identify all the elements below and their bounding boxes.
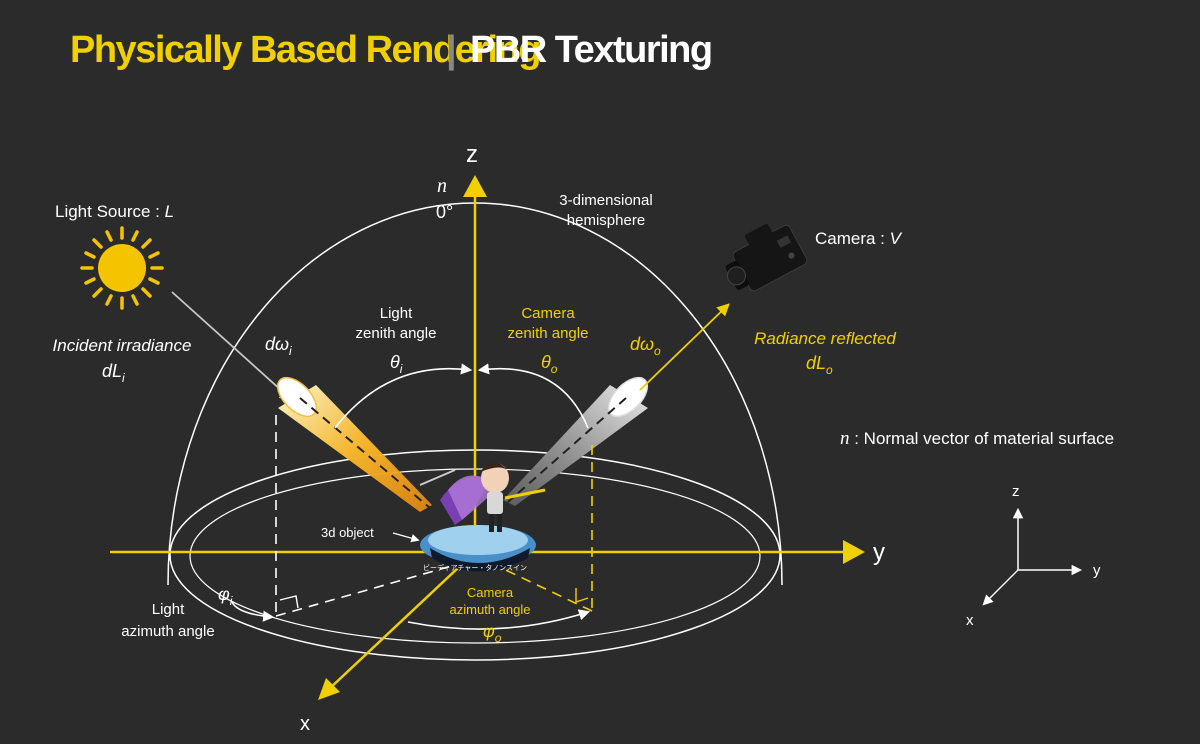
normal-angle: 0° — [436, 202, 453, 222]
y-axis-label: y — [873, 539, 885, 566]
light-azimuth-arc — [231, 601, 275, 622]
light-cone — [276, 376, 432, 512]
incident-symbol: dLi — [102, 361, 125, 385]
z-axis-arrowhead — [463, 175, 487, 197]
object-label: 3d object — [321, 525, 374, 540]
radiance-symbol: dLo — [806, 353, 833, 377]
y-axis-arrowhead — [843, 540, 865, 564]
camera-zenith-label-line1: Camera — [521, 305, 575, 322]
x-axis-line — [327, 551, 476, 691]
x-axis-arrowhead — [318, 678, 340, 700]
light-azimuth-symbol: φi — [218, 584, 233, 608]
camera-azimuth-symbol: φo — [483, 621, 502, 645]
title-separator: | — [446, 29, 455, 71]
light-zenith-symbol: θi — [390, 352, 403, 376]
light-source-label: Light Source : L — [55, 202, 174, 221]
z-axis-label: z — [466, 141, 478, 168]
camera-right-angle-mark — [575, 588, 589, 603]
mini-axis-x-label: x — [966, 612, 974, 629]
camera-zenith-arc — [477, 363, 589, 429]
camera-cone — [503, 376, 649, 506]
title-right: PBR Texturing — [470, 29, 712, 71]
object-label-arrow — [392, 532, 420, 543]
mini-axis-y-label: y — [1093, 562, 1101, 579]
domega-o-label: dωo — [630, 334, 661, 358]
camera-azimuth-projection — [494, 564, 593, 612]
title-left: Physically Based Rendering — [70, 29, 540, 71]
mini-axes — [982, 507, 1083, 606]
x-axis-label: x — [300, 713, 310, 735]
hemisphere-label-line1: 3-dimensional — [559, 192, 652, 209]
light-azimuth-label-line2: azimuth angle — [121, 623, 214, 640]
incident-light-arrow — [171, 291, 295, 402]
light-right-angle-mark — [279, 595, 299, 609]
normal-legend: n : Normal vector of material surface — [840, 428, 1114, 449]
light-azimuth-projection — [275, 564, 456, 617]
reflected-radiance-arrow — [639, 303, 730, 391]
camera-azimuth-arc — [407, 609, 591, 630]
light-azimuth-label-line1: Light — [152, 601, 185, 618]
normal-symbol: n — [437, 175, 447, 197]
light-zenith-label-line1: Light — [380, 305, 413, 322]
incident-label: Incident irradiance — [53, 336, 192, 355]
domega-i-label: dωi — [265, 334, 292, 358]
camera-zenith-label-line2: zenith angle — [508, 325, 589, 342]
camera-icon — [725, 223, 808, 292]
sun-icon — [80, 226, 164, 310]
camera-azimuth-label-line2: azimuth angle — [450, 602, 531, 617]
3d-figure-object — [419, 462, 546, 572]
light-zenith-label-line2: zenith angle — [356, 325, 437, 342]
radiance-label: Radiance reflected — [754, 329, 896, 348]
camera-azimuth-label-line1: Camera — [467, 585, 514, 600]
camera-zenith-symbol: θo — [541, 352, 558, 376]
hemisphere-label-line2: hemisphere — [567, 212, 645, 229]
mini-axis-z-label: z — [1012, 483, 1020, 500]
object-caption: ビーディアチャー・タノンスイン — [423, 563, 527, 572]
camera-label: Camera : V — [815, 229, 903, 248]
light-zenith-arc — [334, 363, 473, 429]
